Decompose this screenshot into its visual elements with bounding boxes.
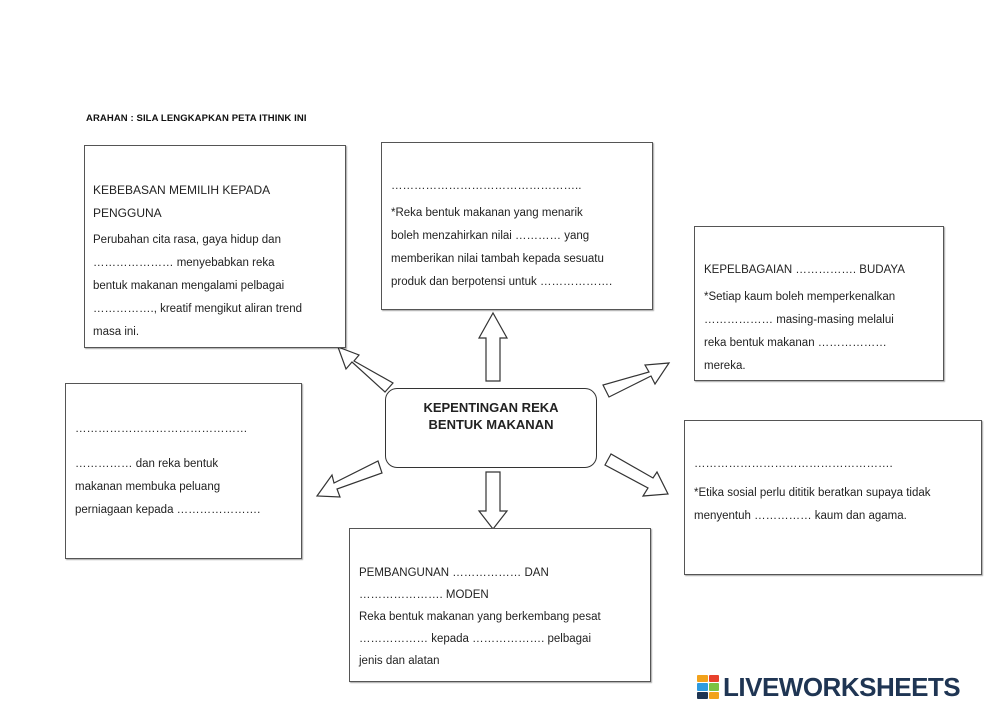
arrow-up-right [602, 362, 671, 398]
arrow-down-left [315, 460, 383, 498]
arrow-up-left [336, 345, 394, 393]
box-line: …………… dan reka bentuk [75, 458, 219, 470]
liveworksheets-logo-icon [697, 674, 719, 700]
central-topic: KEPENTINGAN REKA BENTUK MAKANAN [385, 388, 597, 468]
box-line: ……………… kepada ………………. pelbagai [359, 633, 591, 645]
box-cultural-diversity: KEPELBAGAIAN ……………. BUDAYA *Setiap kaum … [694, 226, 944, 381]
box-modern-development: PEMBANGUNAN ……………… DAN …………………. MODEN Re… [349, 528, 651, 682]
box-business-opportunity: ……………………………………… …………… dan reka bentuk ma… [65, 383, 302, 559]
box-consumer-freedom: KEBEBASAN MEMILIH KEPADA PENGGUNA Peruba… [84, 145, 346, 348]
box-line: ……………… masing-masing melalui [704, 314, 894, 326]
box-line: reka bentuk makanan ……………… [704, 337, 887, 349]
liveworksheets-logo: LIVEWORKSHEETS [697, 671, 961, 702]
box-line: masa ini. [93, 326, 140, 338]
box-line: *Etika sosial perlu dititik beratkan sup… [694, 487, 931, 499]
arrow-down-right [604, 453, 669, 497]
box-line: *Setiap kaum boleh memperkenalkan [704, 291, 896, 303]
central-topic-line: BENTUK MAKANAN [428, 417, 554, 432]
box-line: ……………., kreatif mengikut aliran trend [93, 303, 302, 315]
box-added-value: ………………………………………….. *Reka bentuk makanan … [381, 142, 653, 310]
instruction-heading: ARAHAN : SILA LENGKAPKAN PETA ITHINK INI [86, 113, 307, 124]
box-line: *Reka bentuk makanan yang menarik [391, 207, 583, 219]
box-line: boleh menzahirkan nilai ………… yang [391, 230, 590, 242]
box-line: ……………………………………… [75, 423, 248, 435]
arrow-down [477, 471, 509, 530]
box-line: ………………… menyebabkan reka [93, 257, 275, 269]
box-social-ethics: ……………………………………………. *Etika sosial perlu d… [684, 420, 982, 575]
arrow-up [477, 311, 509, 382]
liveworksheets-logo-text: LIVEWORKSHEETS [723, 671, 961, 702]
box-line: mereka. [704, 360, 746, 372]
box-line: ……………………………………………. [694, 458, 893, 470]
central-topic-line: KEPENTINGAN REKA [423, 400, 559, 415]
box-line: produk dan berpotensi untuk ………………. [391, 276, 613, 288]
box-line: menyentuh …………… kaum dan agama. [694, 510, 907, 522]
box-line: PENGGUNA [93, 206, 162, 220]
box-line: memberikan nilai tambah kepada sesuatu [391, 253, 604, 265]
box-line: Reka bentuk makanan yang berkembang pesa… [359, 611, 601, 623]
box-line: jenis dan alatan [359, 655, 440, 667]
box-line: PEMBANGUNAN ……………… DAN [359, 567, 549, 579]
box-line: …………………. MODEN [359, 589, 489, 601]
box-line: perniagaan kepada …………………. [75, 504, 261, 516]
box-line: makanan membuka peluang [75, 481, 221, 493]
box-line: KEPELBAGAIAN ……………. BUDAYA [704, 264, 905, 276]
box-line: bentuk makanan mengalami pelbagai [93, 280, 285, 292]
box-line: KEBEBASAN MEMILIH KEPADA [93, 183, 271, 197]
box-line: Perubahan cita rasa, gaya hidup dan [93, 234, 281, 246]
box-line: ………………………………………….. [391, 180, 582, 192]
